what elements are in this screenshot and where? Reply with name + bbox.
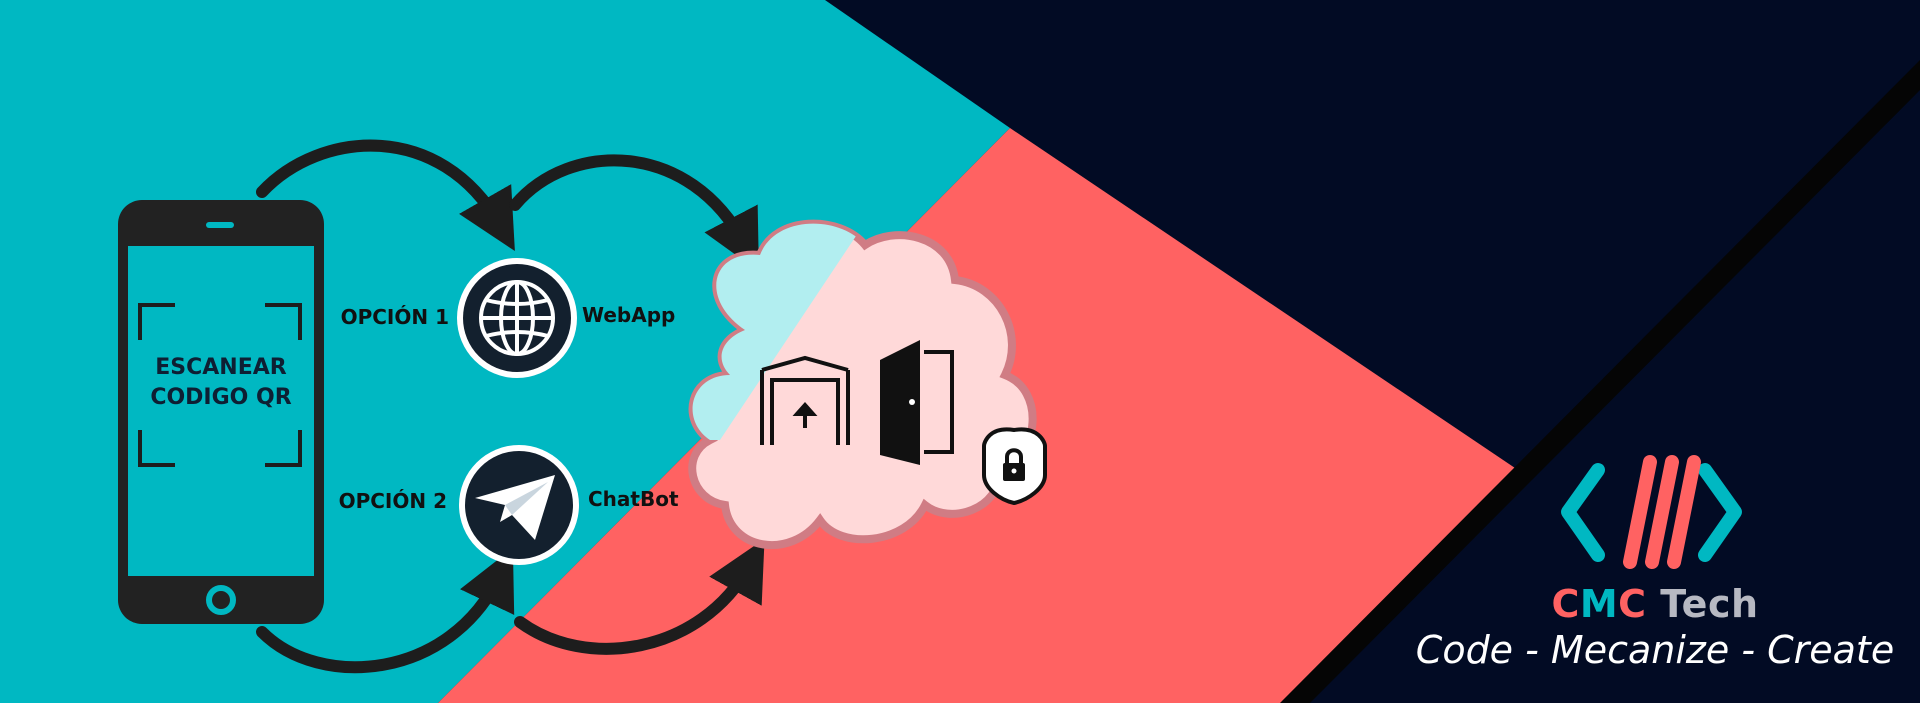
option-1-name: WebApp [582, 303, 675, 327]
arrow-phone-to-webapp [256, 139, 515, 252]
background-black-stripe [1280, 60, 1920, 703]
garage-icon [760, 355, 850, 445]
brand-part-c1: C [1551, 582, 1580, 626]
code-brackets-icon [1561, 455, 1742, 569]
arrow-webapp-to-cloud [509, 154, 759, 272]
telegram-plane-icon [459, 445, 579, 565]
option-2-name: ChatBot [588, 487, 679, 511]
brand-name: CMC Tech [1390, 582, 1920, 626]
brand-part-tech: Tech [1646, 582, 1759, 626]
shield-lock-icon [982, 427, 1047, 506]
arrow-phone-to-chatbot [256, 547, 515, 674]
arrow-chatbot-to-cloud [514, 538, 765, 655]
cloud-icon [688, 219, 1037, 549]
flow-arrows [256, 139, 765, 674]
door-icon [880, 340, 954, 465]
option-2-label: OPCIÓN 2 [339, 489, 447, 513]
globe-icon [457, 258, 577, 378]
phone-screen-line1: ESCANEAR [155, 355, 287, 380]
brand-part-c2: C [1618, 582, 1647, 626]
option-1-label: OPCIÓN 1 [341, 305, 449, 329]
brand-tagline: Code - Mecanize - Create [1415, 628, 1895, 672]
phone-screen-line2: CODIGO QR [150, 385, 291, 410]
smartphone-icon [118, 200, 324, 624]
brand-part-m: M [1579, 582, 1619, 626]
